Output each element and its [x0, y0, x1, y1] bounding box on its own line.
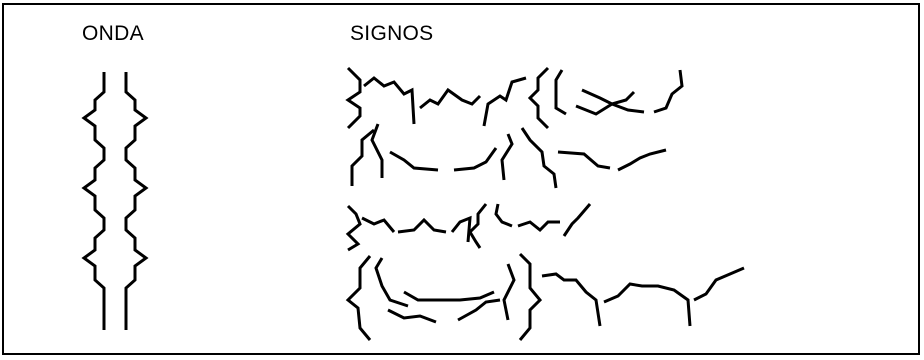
sign-brace-left	[468, 203, 488, 249]
sign-arc-stroke	[419, 87, 482, 110]
sign-bracket-right	[500, 133, 514, 181]
sign-brace-right	[518, 252, 543, 341]
sign-brace-left	[350, 128, 375, 186]
sign-bracket-left	[554, 69, 567, 116]
sign-brace-right	[520, 127, 558, 189]
sign-bracket-right	[653, 69, 684, 114]
onda-label: ONDA	[82, 22, 144, 45]
sign-peak	[397, 217, 447, 234]
sign-bracket-left	[374, 257, 409, 308]
onda-wave-right	[124, 72, 149, 330]
sign-long-zigzag	[541, 272, 602, 327]
sign-zigzag	[361, 216, 396, 233]
sign-smile	[403, 290, 495, 302]
sign-smile	[581, 88, 636, 106]
sign-hook	[557, 150, 611, 170]
sign-smile	[457, 298, 501, 322]
sign-ascending	[562, 203, 592, 237]
onda-wave-group	[81, 72, 149, 330]
sign-brace-right	[345, 66, 362, 130]
sign-brace-left	[345, 255, 372, 341]
signos-row-2	[350, 123, 667, 189]
sign-smile	[575, 102, 645, 116]
sign-smile	[389, 150, 439, 172]
frame-border	[2, 3, 920, 355]
signos-row-1	[345, 66, 684, 130]
sign-bracket-right	[502, 263, 516, 321]
sign-ascending	[617, 148, 667, 172]
sign-long-zigzag	[603, 282, 692, 327]
sign-zigzag	[450, 215, 472, 243]
sign-bracket-left	[370, 123, 384, 178]
sign-long-zigzag	[693, 266, 745, 302]
sign-brace-left	[527, 66, 550, 130]
sign-zigzag	[363, 76, 416, 125]
sign-bracket-left	[494, 203, 513, 228]
sign-smile	[387, 308, 437, 324]
onda-wave-left	[81, 72, 106, 330]
sign-smile	[453, 147, 498, 172]
signos-row-4	[345, 252, 745, 341]
signos-row-3	[345, 203, 592, 252]
sign-brace-right	[345, 204, 362, 252]
sign-wave	[517, 220, 560, 233]
sign-zigzag	[482, 76, 527, 127]
signos-label: SIGNOS	[350, 22, 434, 45]
